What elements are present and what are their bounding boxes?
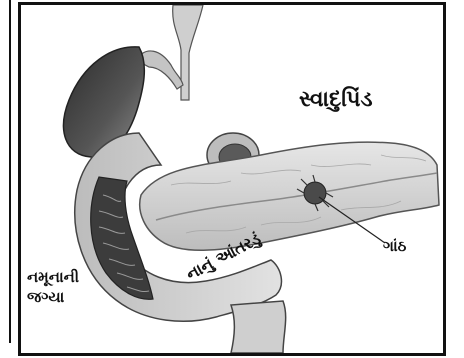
label-sample-site: નમૂનાની જગ્યા [27, 267, 117, 307]
adjacent-panel-edge [0, 0, 11, 343]
label-sample-site-line2: જગ્યા [27, 287, 117, 307]
label-sample-site-line1: નમૂનાની [27, 267, 117, 287]
anatomy-illustration-panel: સ્વાદુપિંડ ગાંઠ નમૂનાની જગ્યા નાનું આંતર… [18, 2, 446, 356]
pancreas [140, 142, 439, 250]
jejunum [231, 301, 286, 353]
label-pancreas: સ્વાદુપિંડ [299, 87, 373, 112]
label-node: ગાંઠ [383, 237, 406, 255]
